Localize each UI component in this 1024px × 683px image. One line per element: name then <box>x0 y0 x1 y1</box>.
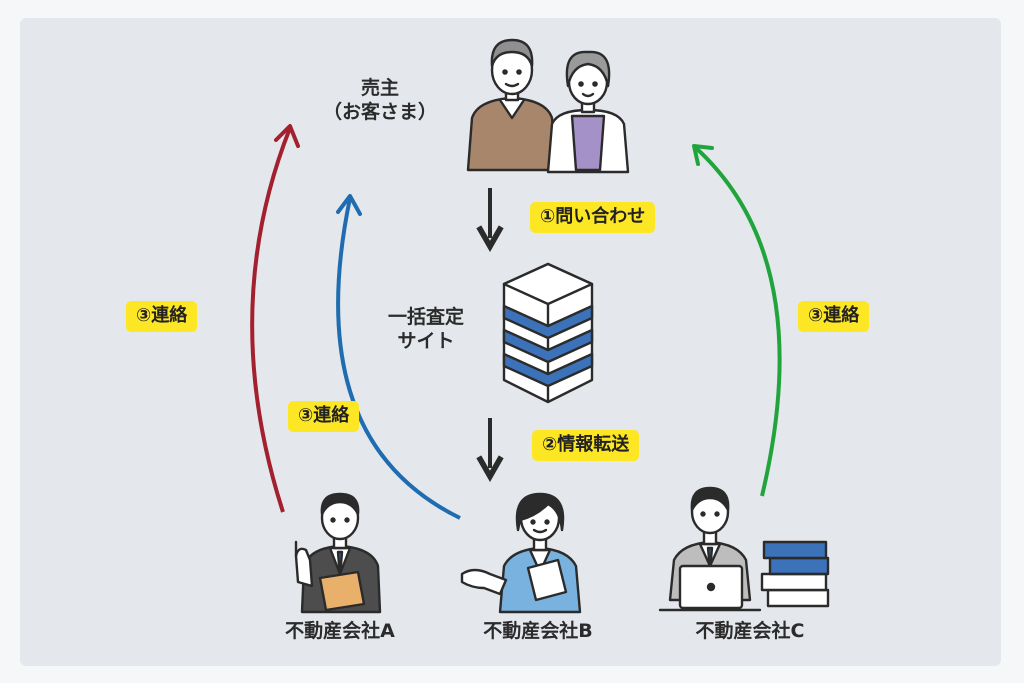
contact-tag-right: ③連絡 <box>798 301 870 332</box>
server-stack-icon <box>502 262 594 404</box>
site-label-line1: 一括査定 <box>387 306 464 328</box>
contact-arrow-red-head <box>274 124 300 148</box>
agent-pointing-icon <box>294 492 382 614</box>
seller-label-line1: 売主 <box>360 77 399 99</box>
contact-tag-left: ③連絡 <box>126 301 198 332</box>
contact-arrow-green-head <box>692 144 714 166</box>
agent-presenting-icon <box>460 492 582 614</box>
transfer-tag: ②情報転送 <box>532 430 640 461</box>
company-label-c: 不動産会社C <box>695 620 805 642</box>
document-stack-icon <box>760 540 830 608</box>
contact-arrow-red <box>250 127 292 513</box>
elderly-couple-icon <box>466 38 630 174</box>
contact-tag-mid: ③連絡 <box>288 401 360 432</box>
contact-arrow-green <box>694 146 782 497</box>
company-label-b: 不動産会社B <box>483 620 593 642</box>
contact-arrow-blue <box>336 197 461 520</box>
company-label-a: 不動産会社A <box>285 620 395 642</box>
site-label: 一括査定 サイト <box>368 306 484 354</box>
seller-label: 売主 （お客さま） <box>320 77 440 125</box>
inquiry-tag: ①問い合わせ <box>530 202 656 233</box>
seller-label-line2: （お客さま） <box>322 100 437 123</box>
agent-laptop-icon <box>658 486 762 612</box>
site-label-line2: サイト <box>397 329 455 352</box>
contact-arrow-blue-head <box>336 194 362 216</box>
